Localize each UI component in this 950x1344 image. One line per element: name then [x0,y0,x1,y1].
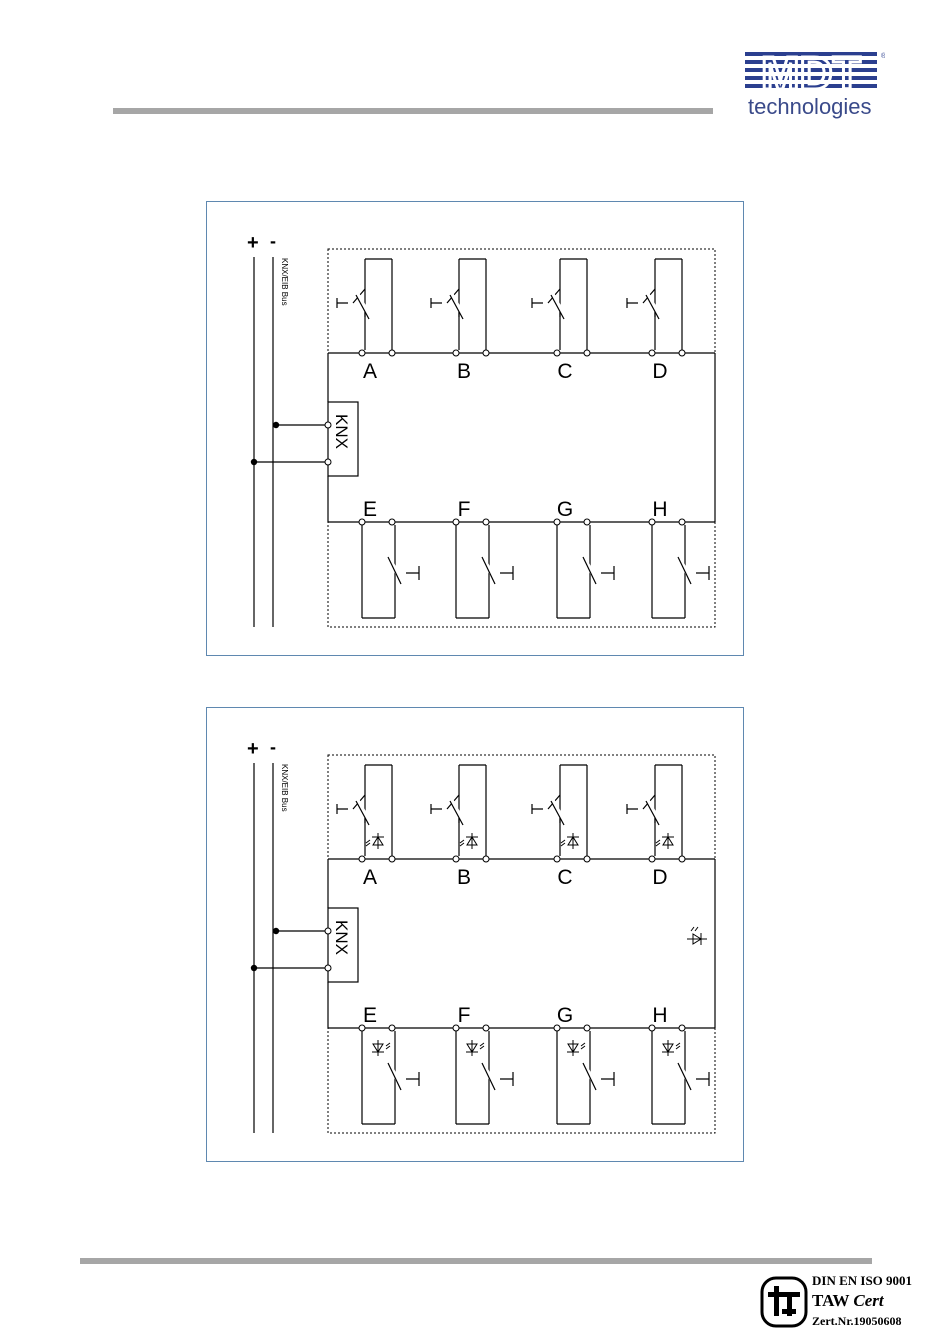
led-B-icon [460,833,478,849]
bus-minus-label: - [270,737,276,757]
bus-label: KNX/EIB Bus [280,258,289,306]
switch-A-blade [356,295,369,319]
channel-label-C: C [557,360,572,383]
terminal-G-right [584,519,590,525]
channel-label-F: F [458,1004,471,1027]
switch-F-actuator [500,1072,513,1086]
terminal-C-right [584,350,590,356]
terminal-F-right [483,519,489,525]
cert-body-cert: Cert [853,1291,883,1310]
knx-module-label: KNX [332,414,351,449]
registered-icon: ® [881,52,885,60]
switch-H-actuator [696,1072,709,1086]
wiring-diagram-1-svg: +-KNX/EIB BusKNX A B C D E F G H [207,202,745,657]
knx-terminal-minus [325,422,331,428]
cert-number: Zert.Nr.19050608 [812,1314,902,1329]
led-H-icon [662,1040,680,1056]
terminal-G-right [584,1025,590,1031]
terminal-A-left [359,856,365,862]
knx-module-label: KNX [332,920,351,955]
terminal-D-left [649,856,655,862]
led-G-icon [567,1040,585,1056]
bus-label: KNX/EIB Bus [280,764,289,812]
led-D-icon [656,833,674,849]
cert-standard: DIN EN ISO 9001 [812,1273,912,1289]
knx-terminal-plus [325,965,331,971]
bus-plus-junction [251,965,257,971]
channel-label-G: G [557,498,573,521]
channel-label-E: E [363,498,377,521]
channel-label-H: H [652,1004,667,1027]
device-enclosure [328,249,715,627]
terminal-B-left [453,856,459,862]
terminal-E-right [389,519,395,525]
terminal-H-right [679,1025,685,1031]
knx-terminal-plus [325,459,331,465]
switch-A-blade [356,801,369,825]
switch-B-blade [450,295,463,319]
terminal-F-right [483,1025,489,1031]
footer-rule [80,1258,872,1264]
channel-label-D: D [652,866,667,889]
terminal-C-left [554,856,560,862]
bus-minus-label: - [270,231,276,251]
led-F-icon [466,1040,484,1056]
device-enclosure [328,755,715,1133]
led-C-icon [561,833,579,849]
cert-body-taw: TAW [812,1291,849,1310]
cert-body: TAW Cert [812,1291,884,1311]
channel-label-H: H [652,498,667,521]
terminal-C-right [584,856,590,862]
terminal-B-right [483,856,489,862]
led-A-icon [366,833,384,849]
switch-E-actuator [406,1072,419,1086]
terminal-D-right [679,350,685,356]
bus-plus-junction [251,459,257,465]
bus-minus-junction [273,928,279,934]
mdt-logo-outline: MDT [761,50,861,94]
switch-G-actuator [601,566,614,580]
terminal-D-left [649,350,655,356]
terminal-E-right [389,1025,395,1031]
mdt-logo: MDT MDT ® [745,50,885,94]
terminal-C-left [554,350,560,356]
logo-subtitle: technologies [748,94,872,120]
switch-F-actuator [500,566,513,580]
switch-H-actuator [696,566,709,580]
switch-D-blade [646,295,659,319]
channel-label-D: D [652,360,667,383]
channel-label-A: A [363,360,377,383]
terminal-A-left [359,350,365,356]
channel-label-F: F [458,498,471,521]
channel-label-E: E [363,1004,377,1027]
switch-C-blade [551,295,564,319]
knx-terminal-minus [325,928,331,934]
bus-minus-junction [273,422,279,428]
channel-label-B: B [457,866,471,889]
terminal-H-right [679,519,685,525]
bus-plus-label: + [247,232,259,254]
channel-label-G: G [557,1004,573,1027]
terminal-A-right [389,350,395,356]
terminal-B-right [483,350,489,356]
switch-G-actuator [601,1072,614,1086]
channel-label-A: A [363,866,377,889]
switch-D-blade [646,801,659,825]
channel-label-B: B [457,360,471,383]
terminal-D-right [679,856,685,862]
terminal-B-left [453,350,459,356]
terminal-A-right [389,856,395,862]
taw-cert-logo [760,1276,808,1328]
switch-C-blade [551,801,564,825]
led-E-icon [372,1040,390,1056]
status-led-icon [687,927,707,945]
switch-E-actuator [406,566,419,580]
switch-B-blade [450,801,463,825]
channel-label-C: C [557,866,572,889]
header-rule [113,108,713,114]
bus-plus-label: + [247,738,259,760]
